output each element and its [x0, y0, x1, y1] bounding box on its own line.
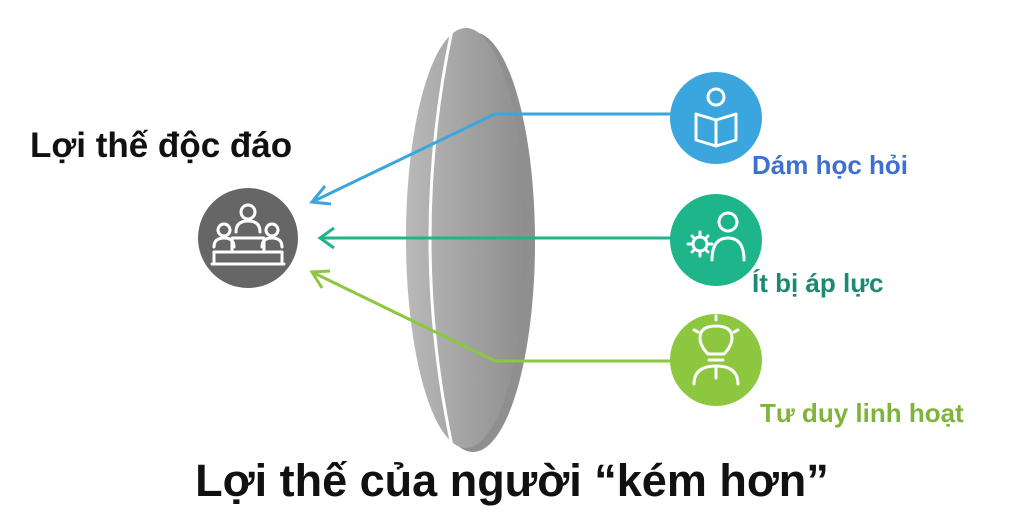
arrow-1: [309, 112, 672, 206]
person-gear-icon: [686, 211, 746, 262]
lightbulb-person-icon: [692, 314, 740, 386]
arrow-2: [317, 226, 672, 250]
item-label-3: Tư duy linh hoạt: [760, 398, 964, 428]
people-podium-icon: [210, 203, 286, 266]
lens-shape: [406, 28, 535, 452]
item-node-2: [670, 194, 762, 286]
item-label-1: Dám học hỏi: [752, 150, 909, 180]
item-node-3: [670, 314, 762, 406]
center-node: [198, 188, 298, 288]
left-title: Lợi thế độc đáo: [30, 126, 293, 165]
person-reading-icon: [694, 87, 738, 148]
arrow-3: [309, 269, 672, 363]
bottom-title: Lợi thế của người “kém hơn”: [195, 455, 829, 506]
item-label-2: Ít bị áp lực: [752, 268, 884, 298]
item-node-1: [670, 72, 762, 164]
